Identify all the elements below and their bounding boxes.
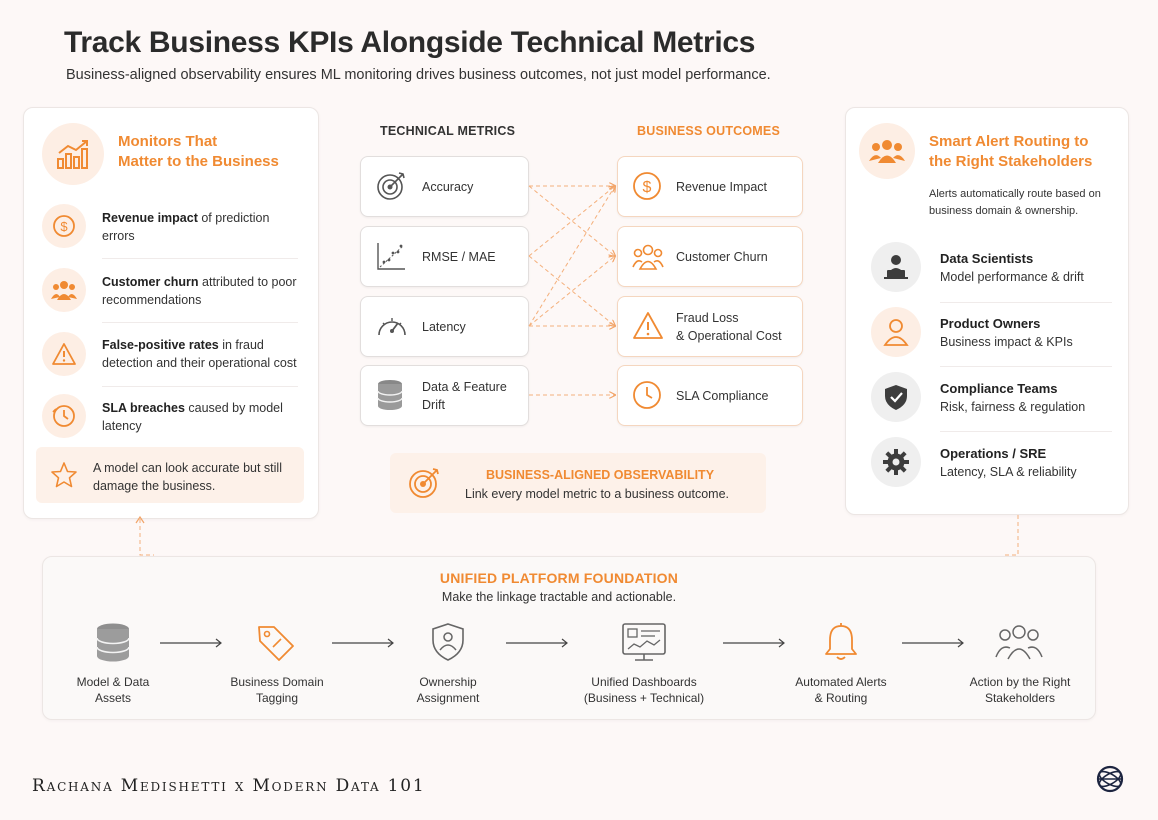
list-item: SLA breaches caused by model latency	[102, 399, 302, 435]
star-icon	[51, 462, 77, 488]
warning-icon	[42, 332, 86, 376]
item-text: attributed to poor recommendations	[102, 275, 297, 307]
metric-drift: Data & Feature Drift	[360, 365, 529, 426]
stakeholder-desc: Business impact & KPIs	[940, 335, 1073, 349]
metric-connectors	[528, 160, 617, 420]
stakeholder-desc: Latency, SLA & reliability	[940, 465, 1077, 479]
platform-title: UNIFIED PLATFORM FOUNDATION	[439, 570, 679, 586]
alert-routing-panel: Smart Alert Routing to the Right Stakeho…	[845, 107, 1129, 515]
outcome-revenue: $ Revenue Impact	[617, 156, 803, 217]
clock-icon	[42, 394, 86, 438]
stakeholder-desc: Risk, fairness & regulation	[940, 400, 1086, 414]
outcome-sla: SLA Compliance	[617, 365, 803, 426]
svg-text:$: $	[60, 219, 68, 234]
people-icon	[42, 268, 86, 312]
technical-metrics-header: TECHNICAL METRICS	[380, 124, 516, 138]
item-bold: False-positive rates	[102, 338, 219, 352]
tag-icon	[258, 626, 294, 661]
item-text: caused by model latency	[102, 401, 283, 433]
stakeholder-name: Compliance Teams	[940, 381, 1058, 396]
target-icon	[409, 468, 439, 498]
item-bold: Customer churn	[102, 275, 199, 289]
chart-growth-icon	[42, 123, 104, 185]
dollar-icon: $	[633, 172, 661, 200]
monitors-panel: Monitors That Matter to the Business $ R…	[23, 107, 319, 519]
metric-label: RMSE / MAE	[422, 250, 496, 264]
list-item: Customer churn attributed to poor recomm…	[102, 273, 302, 309]
step-label: Automated Alerts& Routing	[795, 675, 887, 705]
warning-icon	[633, 312, 663, 339]
item-text: of prediction errors	[102, 211, 270, 243]
note-text: A model can look accurate but still dama…	[93, 461, 282, 493]
metric-rmse: RMSE / MAE	[360, 226, 529, 287]
metric-label: Data & Feature	[422, 380, 507, 394]
list-item: Revenue impact of prediction errors	[102, 209, 302, 245]
platform-links	[135, 515, 1019, 556]
outcome-label: Revenue Impact	[676, 180, 768, 194]
flow-arrows	[160, 638, 964, 648]
business-outcomes-header: BUSINESS OUTCOMES	[637, 124, 780, 138]
group-icon	[995, 625, 1043, 660]
stakeholder-desc: Model performance & drift	[940, 270, 1084, 284]
routing-title-line2: the Right Stakeholders	[929, 153, 1093, 170]
gauge-icon	[378, 318, 406, 336]
stakeholder-name: Product Owners	[940, 316, 1041, 331]
metric-label-2: Drift	[422, 398, 445, 412]
metric-label: Latency	[422, 320, 466, 334]
user-icon	[871, 307, 921, 357]
target-icon	[377, 172, 405, 200]
metric-latency: Latency	[360, 296, 529, 357]
credit-text: Rachana Medishetti x Modern Data 101	[32, 776, 426, 796]
list-item: False-positive rates in fraud detection …	[102, 336, 302, 372]
outcome-label: Customer Churn	[676, 250, 768, 264]
scatter-icon	[377, 243, 405, 270]
people-icon	[632, 244, 664, 270]
metric-accuracy: Accuracy	[360, 156, 529, 217]
item-text: in fraud detection and their operational…	[102, 338, 297, 370]
platform-panel: UNIFIED PLATFORM FOUNDATION Make the lin…	[42, 556, 1096, 720]
gear-icon	[871, 437, 921, 487]
database-icon	[377, 380, 403, 410]
outcome-churn: Customer Churn	[617, 226, 803, 287]
outcome-label: Fraud Loss	[676, 311, 739, 325]
outcome-label: SLA Compliance	[676, 389, 769, 403]
step-label: Unified Dashboards(Business + Technical)	[583, 675, 705, 705]
svg-text:$: $	[643, 179, 652, 196]
banner-text: Link every model metric to a business ou…	[465, 487, 730, 501]
outcome-fraud: Fraud Loss & Operational Cost	[617, 296, 803, 357]
laptop-user-icon	[871, 242, 921, 292]
warning-note: A model can look accurate but still dama…	[36, 447, 304, 503]
monitors-title-line1: Monitors That	[118, 133, 218, 150]
banner-title: BUSINESS-ALIGNED OBSERVABILITY	[486, 468, 715, 482]
page-title: Track Business KPIs Alongside Technical …	[64, 26, 756, 59]
observability-banner: BUSINESS-ALIGNED OBSERVABILITY Link ever…	[390, 453, 766, 513]
routing-desc-line2: business domain & ownership.	[929, 205, 1079, 217]
monitors-title-line2: Matter to the Business	[118, 153, 279, 170]
routing-desc-line1: Alerts automatically route based on	[929, 188, 1101, 200]
database-icon	[96, 623, 130, 662]
outcome-label-2: & Operational Cost	[676, 329, 782, 343]
dollar-icon: $	[42, 204, 86, 248]
globe-logo-icon	[1096, 765, 1124, 793]
metric-label: Accuracy	[422, 180, 474, 194]
shield-check-icon	[871, 372, 921, 422]
clock-icon	[633, 381, 661, 409]
dashboard-icon	[622, 623, 666, 661]
shield-user-icon	[432, 623, 464, 661]
routing-title-line1: Smart Alert Routing to	[929, 133, 1089, 150]
stakeholder-name: Data Scientists	[940, 251, 1034, 266]
group-icon	[859, 123, 915, 179]
bell-icon	[825, 623, 857, 660]
stakeholder-name: Operations / SRE	[940, 446, 1047, 461]
platform-subtitle: Make the linkage tractable and actionabl…	[441, 590, 677, 604]
item-bold: SLA breaches	[102, 401, 185, 415]
page-subtitle: Business-aligned observability ensures M…	[66, 67, 771, 83]
item-bold: Revenue impact	[102, 211, 198, 225]
